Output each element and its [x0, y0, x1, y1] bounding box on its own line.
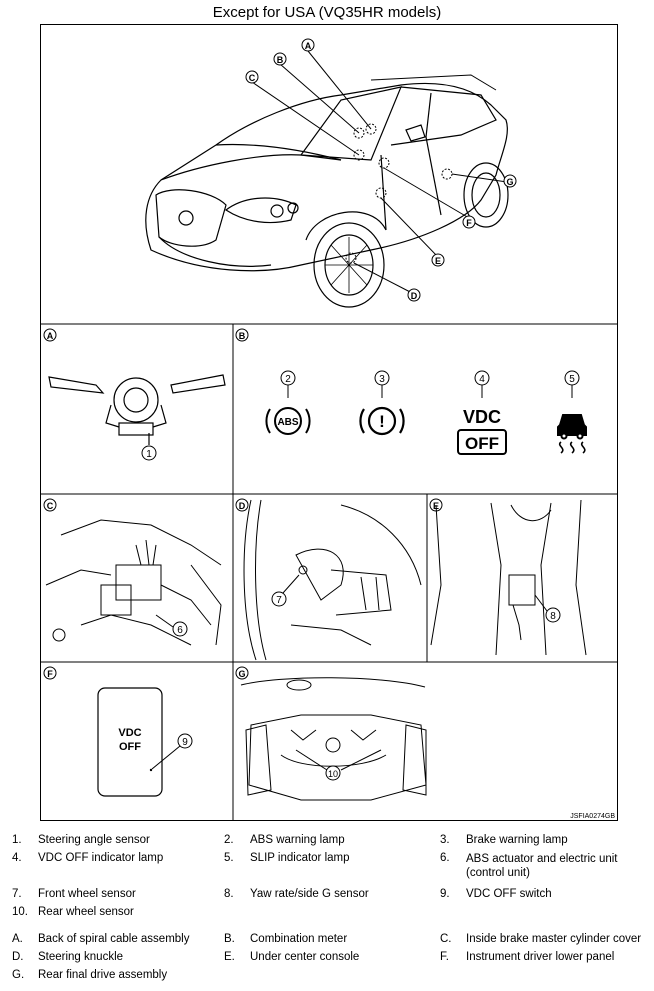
svg-text:2: 2: [285, 374, 291, 385]
slip-indicator-icon: [557, 414, 587, 454]
overview-callout-E: E: [431, 253, 445, 267]
overview-callout-B: B: [273, 52, 287, 66]
svg-text:A: A: [47, 331, 54, 341]
svg-text:F: F: [47, 669, 53, 679]
svg-text:B: B: [239, 331, 246, 341]
callout-9: 9: [177, 733, 193, 749]
vehicle-overview: [145, 74, 509, 308]
svg-text:4: 4: [479, 374, 485, 385]
panel-F-label: F: [43, 666, 57, 680]
panel-D-label: D: [235, 498, 249, 512]
callout-5: 5: [564, 370, 580, 398]
panel-A-label: A: [43, 328, 57, 342]
svg-text:!: !: [379, 412, 385, 431]
callout-4: 4: [474, 370, 490, 398]
svg-text:E: E: [435, 256, 441, 266]
svg-text:ABS: ABS: [277, 417, 298, 428]
callout-10: 10: [325, 765, 341, 781]
panel-G-label: G: [235, 666, 249, 680]
legend-row: 10.Rear wheel sensor: [12, 906, 134, 918]
abs-warning-icon: ABS: [265, 407, 311, 435]
callout-7: 7: [271, 591, 287, 607]
svg-text:D: D: [239, 501, 246, 511]
vdc-off-indicator-icon: VDC OFF: [457, 407, 507, 455]
svg-text:D: D: [411, 291, 418, 301]
overview-callout-F: F: [462, 215, 476, 229]
image-code: JSFIA0274GB: [570, 813, 615, 820]
legend-row: 1.Steering angle sensor 2.ABS warning la…: [12, 834, 568, 846]
rear-final-drive-illustration: [240, 677, 427, 801]
svg-text:B: B: [277, 55, 284, 65]
spiral-cable-illustration: [48, 374, 226, 445]
svg-text:8: 8: [550, 611, 556, 622]
location-markers: [251, 50, 508, 295]
brake-warning-icon: !: [359, 406, 405, 436]
svg-text:VDC: VDC: [463, 407, 501, 427]
svg-text:VDC: VDC: [118, 727, 141, 739]
svg-text:C: C: [249, 73, 256, 83]
overview-callout-G: G: [503, 174, 517, 188]
svg-text:3: 3: [379, 374, 385, 385]
callout-3: 3: [374, 370, 390, 398]
vdc-off-switch: VDC OFF: [97, 687, 181, 797]
location-row: D.Steering knuckle E.Under center consol…: [12, 951, 615, 963]
callout-6: 6: [172, 621, 188, 637]
svg-text:G: G: [238, 669, 245, 679]
legend-row: 4.VDC OFF indicator lamp 5.SLIP indicato…: [12, 852, 618, 879]
abs-actuator-illustration: [45, 519, 222, 646]
component-location-figure: A B C G F E D A 1: [40, 24, 618, 821]
overview-callout-C: C: [245, 70, 259, 84]
svg-text:5: 5: [569, 374, 575, 385]
callout-2: 2: [280, 370, 296, 398]
overview-callout-A: A: [301, 38, 315, 52]
legend-row: 7.Front wheel sensor 8.Yaw rate/side G s…: [12, 888, 552, 900]
yaw-rate-sensor-illustration: [430, 499, 587, 656]
location-row: G.Rear final drive assembly: [12, 969, 168, 981]
page-title: Except for USA (VQ35HR models): [212, 4, 442, 21]
svg-text:9: 9: [182, 737, 188, 748]
callout-8: 8: [545, 607, 561, 623]
svg-text:G: G: [506, 177, 513, 187]
svg-text:6: 6: [177, 625, 183, 636]
svg-text:OFF: OFF: [119, 741, 141, 753]
svg-text:C: C: [47, 501, 54, 511]
svg-text:OFF: OFF: [465, 434, 499, 453]
svg-text:10: 10: [328, 769, 338, 779]
location-row: A.Back of spiral cable assembly B.Combin…: [12, 933, 642, 945]
panel-B-label: B: [235, 328, 249, 342]
front-wheel-sensor-illustration: [243, 499, 422, 661]
panel-C-label: C: [43, 498, 57, 512]
svg-text:7: 7: [276, 595, 282, 606]
svg-text:F: F: [466, 218, 472, 228]
svg-text:A: A: [305, 41, 312, 51]
overview-callout-D: D: [407, 288, 421, 302]
callout-1: 1: [141, 445, 157, 461]
svg-text:1: 1: [146, 449, 152, 460]
